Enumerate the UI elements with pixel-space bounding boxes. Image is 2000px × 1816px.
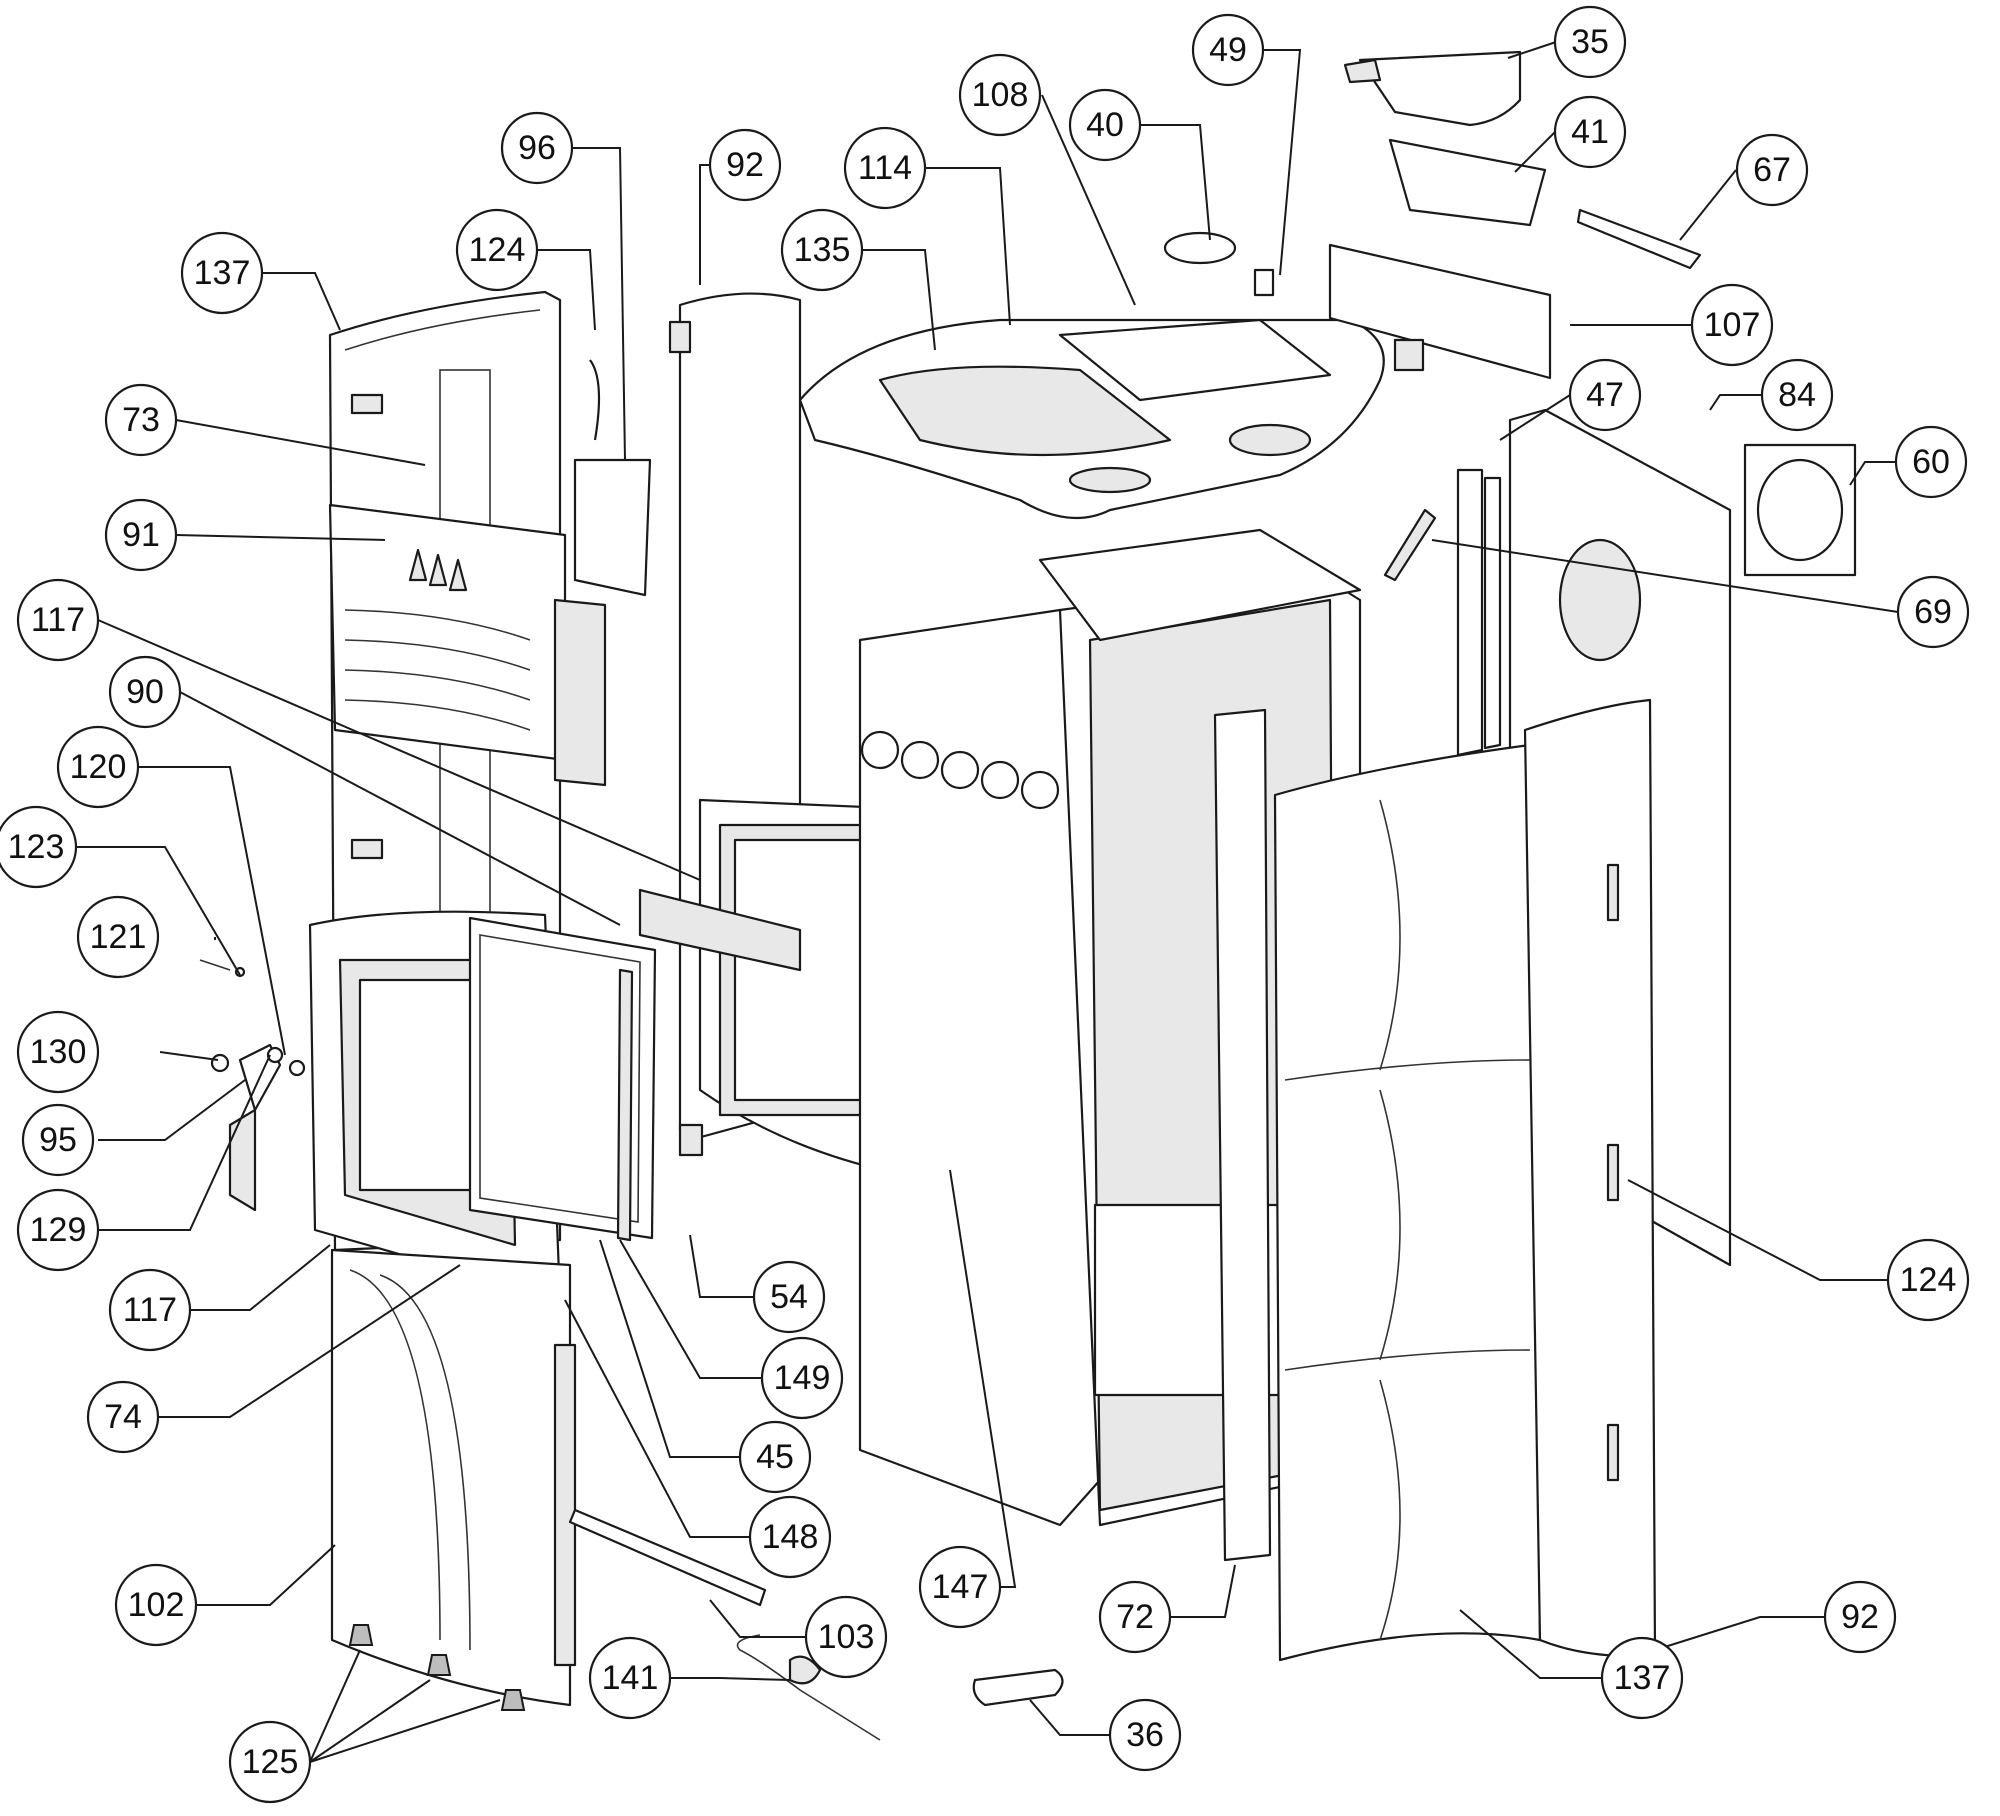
callout-121: 121 bbox=[76, 895, 160, 979]
callout-92-bottom: 92 bbox=[1823, 1580, 1897, 1654]
callout-120: 120 bbox=[56, 725, 140, 809]
door-glass bbox=[468, 916, 657, 1242]
svg-text:135: 135 bbox=[794, 231, 851, 269]
callout-135: 135 bbox=[780, 208, 864, 292]
svg-text:92: 92 bbox=[1841, 1598, 1879, 1636]
callout-114: 114 bbox=[843, 126, 927, 210]
callout-148: 148 bbox=[748, 1495, 832, 1579]
callout-107: 107 bbox=[1690, 283, 1774, 367]
svg-text:147: 147 bbox=[932, 1568, 989, 1606]
svg-text:84: 84 bbox=[1778, 376, 1816, 414]
callout-73: 73 bbox=[104, 383, 178, 457]
svg-text:72: 72 bbox=[1116, 1598, 1154, 1636]
svg-text:137: 137 bbox=[194, 254, 251, 292]
svg-text:91: 91 bbox=[122, 516, 160, 554]
svg-text:35: 35 bbox=[1571, 23, 1609, 61]
loose-parts bbox=[348, 1508, 1064, 1741]
callout-91: 91 bbox=[104, 498, 178, 572]
svg-text:141: 141 bbox=[602, 1659, 659, 1697]
callout-117-top: 117 bbox=[16, 578, 100, 662]
svg-text:69: 69 bbox=[1914, 593, 1952, 631]
svg-text:124: 124 bbox=[1900, 1261, 1957, 1299]
svg-text:123: 123 bbox=[8, 828, 65, 866]
callout-102: 102 bbox=[114, 1563, 198, 1647]
svg-text:124: 124 bbox=[469, 231, 526, 269]
callout-36: 36 bbox=[1108, 1698, 1182, 1772]
callout-72: 72 bbox=[1098, 1580, 1172, 1654]
callout-54: 54 bbox=[752, 1260, 826, 1334]
svg-text:117: 117 bbox=[123, 1291, 177, 1329]
top-cover bbox=[798, 318, 1385, 520]
svg-text:117: 117 bbox=[31, 601, 85, 639]
svg-text:95: 95 bbox=[39, 1121, 77, 1159]
svg-text:102: 102 bbox=[128, 1586, 185, 1624]
callout-147: 147 bbox=[918, 1545, 1002, 1629]
svg-text:108: 108 bbox=[972, 76, 1029, 114]
svg-text:130: 130 bbox=[30, 1033, 87, 1071]
callout-60: 60 bbox=[1894, 425, 1968, 499]
top-grille bbox=[328, 503, 607, 787]
callout-141: 141 bbox=[588, 1636, 672, 1720]
callout-69: 69 bbox=[1896, 575, 1970, 649]
callout-123: 123 bbox=[0, 805, 78, 889]
lower-front-panel bbox=[330, 1248, 577, 1707]
svg-text:149: 149 bbox=[774, 1359, 831, 1397]
callout-137-bottom: 137 bbox=[1600, 1636, 1684, 1720]
svg-text:54: 54 bbox=[770, 1278, 808, 1316]
svg-text:40: 40 bbox=[1086, 106, 1124, 144]
side-rails bbox=[1383, 468, 1502, 757]
svg-text:120: 120 bbox=[70, 748, 127, 786]
svg-text:41: 41 bbox=[1571, 113, 1609, 151]
svg-text:60: 60 bbox=[1912, 443, 1950, 481]
svg-text:67: 67 bbox=[1753, 151, 1791, 189]
svg-text:90: 90 bbox=[126, 673, 164, 711]
callout-129: 129 bbox=[16, 1188, 100, 1272]
callout-149: 149 bbox=[760, 1336, 844, 1420]
callout-124-right: 124 bbox=[1886, 1238, 1970, 1322]
svg-text:121: 121 bbox=[90, 918, 147, 956]
callout-47: 47 bbox=[1568, 358, 1642, 432]
callout-130: 130 bbox=[16, 1010, 100, 1094]
callout-90: 90 bbox=[108, 655, 182, 729]
svg-text:47: 47 bbox=[1586, 376, 1624, 414]
shield-plate bbox=[573, 359, 652, 597]
callout-41: 41 bbox=[1553, 95, 1627, 169]
callout-117-bottom: 117 bbox=[108, 1268, 192, 1352]
svg-text:49: 49 bbox=[1209, 31, 1247, 69]
callout-108: 108 bbox=[958, 53, 1042, 137]
top-components bbox=[1163, 50, 1702, 380]
svg-text:73: 73 bbox=[122, 401, 160, 439]
svg-text:114: 114 bbox=[858, 149, 912, 187]
callout-84: 84 bbox=[1760, 358, 1834, 432]
callout-125: 125 bbox=[228, 1720, 312, 1804]
svg-text:36: 36 bbox=[1126, 1716, 1164, 1754]
callout-124-top: 124 bbox=[455, 208, 539, 292]
callout-67: 67 bbox=[1735, 133, 1809, 207]
svg-text:96: 96 bbox=[518, 129, 556, 167]
callout-40: 40 bbox=[1068, 88, 1142, 162]
callout-137-top: 137 bbox=[180, 231, 264, 315]
callout-96: 96 bbox=[500, 111, 574, 185]
svg-text:148: 148 bbox=[762, 1518, 819, 1556]
callout-92-top: 92 bbox=[708, 128, 782, 202]
callout-49: 49 bbox=[1191, 13, 1265, 87]
svg-text:74: 74 bbox=[104, 1398, 142, 1436]
svg-text:103: 103 bbox=[818, 1618, 875, 1656]
svg-text:45: 45 bbox=[756, 1438, 794, 1476]
callout-74: 74 bbox=[86, 1380, 160, 1454]
svg-text:125: 125 bbox=[242, 1743, 299, 1781]
right-door-strip bbox=[1213, 708, 1272, 1562]
callout-35: 35 bbox=[1553, 5, 1627, 79]
callout-45: 45 bbox=[738, 1420, 812, 1494]
callout-103: 103 bbox=[804, 1595, 888, 1679]
svg-text:137: 137 bbox=[1614, 1659, 1671, 1697]
callout-95: 95 bbox=[21, 1103, 95, 1177]
svg-text:92: 92 bbox=[726, 146, 764, 184]
right-side-panel bbox=[1273, 698, 1657, 1662]
svg-text:107: 107 bbox=[1704, 306, 1761, 344]
svg-text:129: 129 bbox=[30, 1211, 87, 1249]
